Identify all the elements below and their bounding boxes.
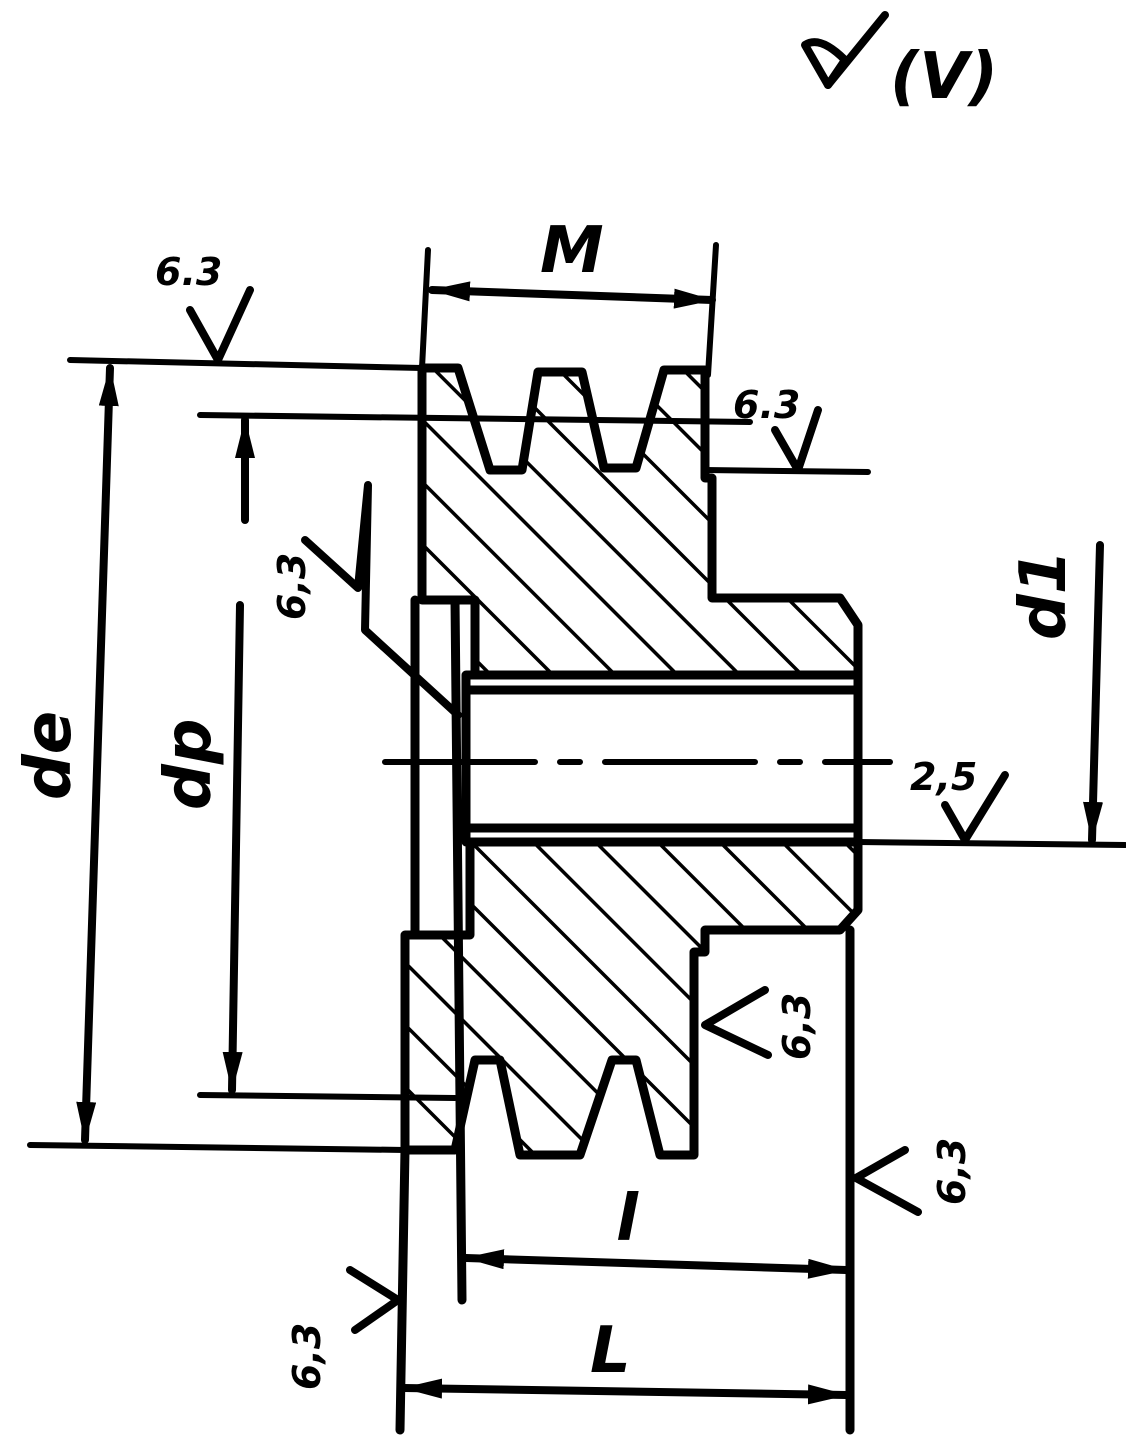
dim-de: de <box>12 357 425 1153</box>
dim-l: l <box>462 1182 850 1279</box>
roughness-right-face: 6,3 <box>852 1138 974 1216</box>
dim-de-label: de <box>12 711 86 800</box>
roughness-right-groove-label: 6,3 <box>775 993 819 1060</box>
roughness-left-face-upper: 6,3 <box>270 481 462 719</box>
left-extension-line <box>395 1145 410 1435</box>
roughness-check-icon <box>346 1266 402 1334</box>
dim-l-line <box>462 1249 850 1279</box>
roughness-right-groove: 6,3 <box>701 986 819 1060</box>
dim-l-label: l <box>616 1182 639 1256</box>
hub-face-line <box>450 595 467 1305</box>
dim-L: L <box>400 1314 850 1405</box>
general-roughness-symbol: (V) <box>801 11 998 114</box>
roughness-left-face-lower-label: 6,3 <box>285 1323 329 1390</box>
dim-L-line <box>400 1378 850 1405</box>
roughness-top-outer: 6.3 <box>155 250 254 364</box>
roughness-left-face-upper-label: 6,3 <box>270 553 314 620</box>
dim-M: M <box>419 214 719 378</box>
dim-d1-line <box>1083 541 1104 844</box>
section-lower <box>400 837 863 1160</box>
dim-M-label: M <box>540 214 604 288</box>
roughness-leader <box>301 481 462 719</box>
bore <box>461 670 863 847</box>
roughness-left-face-lower: 6,3 <box>285 1266 402 1390</box>
roughness-top-outer-label: 6.3 <box>155 250 222 294</box>
dim-M-line <box>428 281 716 309</box>
roughness-bore-label: 2,5 <box>910 755 977 799</box>
general-roughness-label: (V) <box>890 40 998 114</box>
roughness-check-stroke <box>824 11 889 89</box>
dim-dp-line-lower <box>222 601 244 1094</box>
roughness-check-icon <box>801 38 849 89</box>
dim-d1-label: d1 <box>1007 550 1081 640</box>
dim-d1: d1 <box>855 541 1126 848</box>
roughness-check-icon <box>852 1146 922 1216</box>
roughness-groove: 6.3 <box>702 383 871 475</box>
dim-dp-label: dp <box>152 718 226 810</box>
roughness-right-face-label: 6,3 <box>930 1138 974 1205</box>
roughness-bore: 2,5 <box>910 755 1009 844</box>
roughness-check-icon <box>701 986 772 1059</box>
roughness-check-icon <box>941 771 1009 844</box>
dim-dp: dp <box>152 412 753 1101</box>
dim-de-line <box>76 364 119 1144</box>
roughness-groove-label: 6.3 <box>733 383 800 427</box>
roughness-check-icon <box>186 286 254 364</box>
dim-L-label: L <box>590 1314 631 1388</box>
